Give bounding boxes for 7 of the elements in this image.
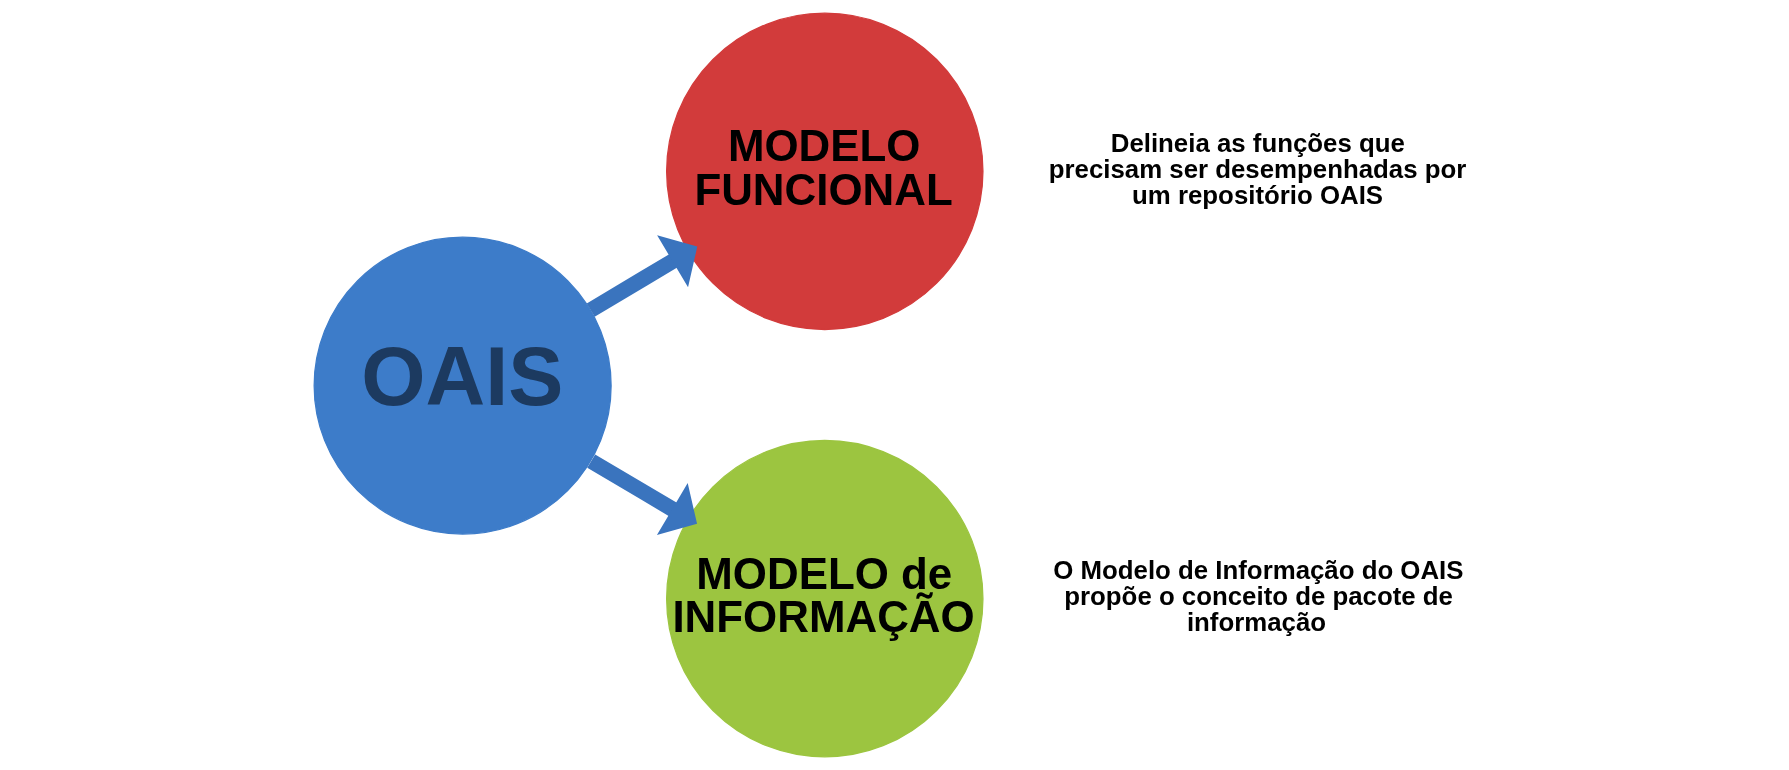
node-circle: OAIS <box>313 236 612 535</box>
node-label: Delineia as funções que precisam ser desempenhadas por um repositório OAIS <box>1048 128 1467 209</box>
arrow <box>586 235 698 317</box>
node-circle: MODELO FUNCIONAL <box>666 12 984 331</box>
arrow <box>587 454 698 536</box>
node-label: O Modelo de Informação do OAIS propõe o conceito de pacote de informação <box>1053 556 1464 636</box>
node-circle: MODELO de INFORMAÇÃO <box>666 439 984 758</box>
